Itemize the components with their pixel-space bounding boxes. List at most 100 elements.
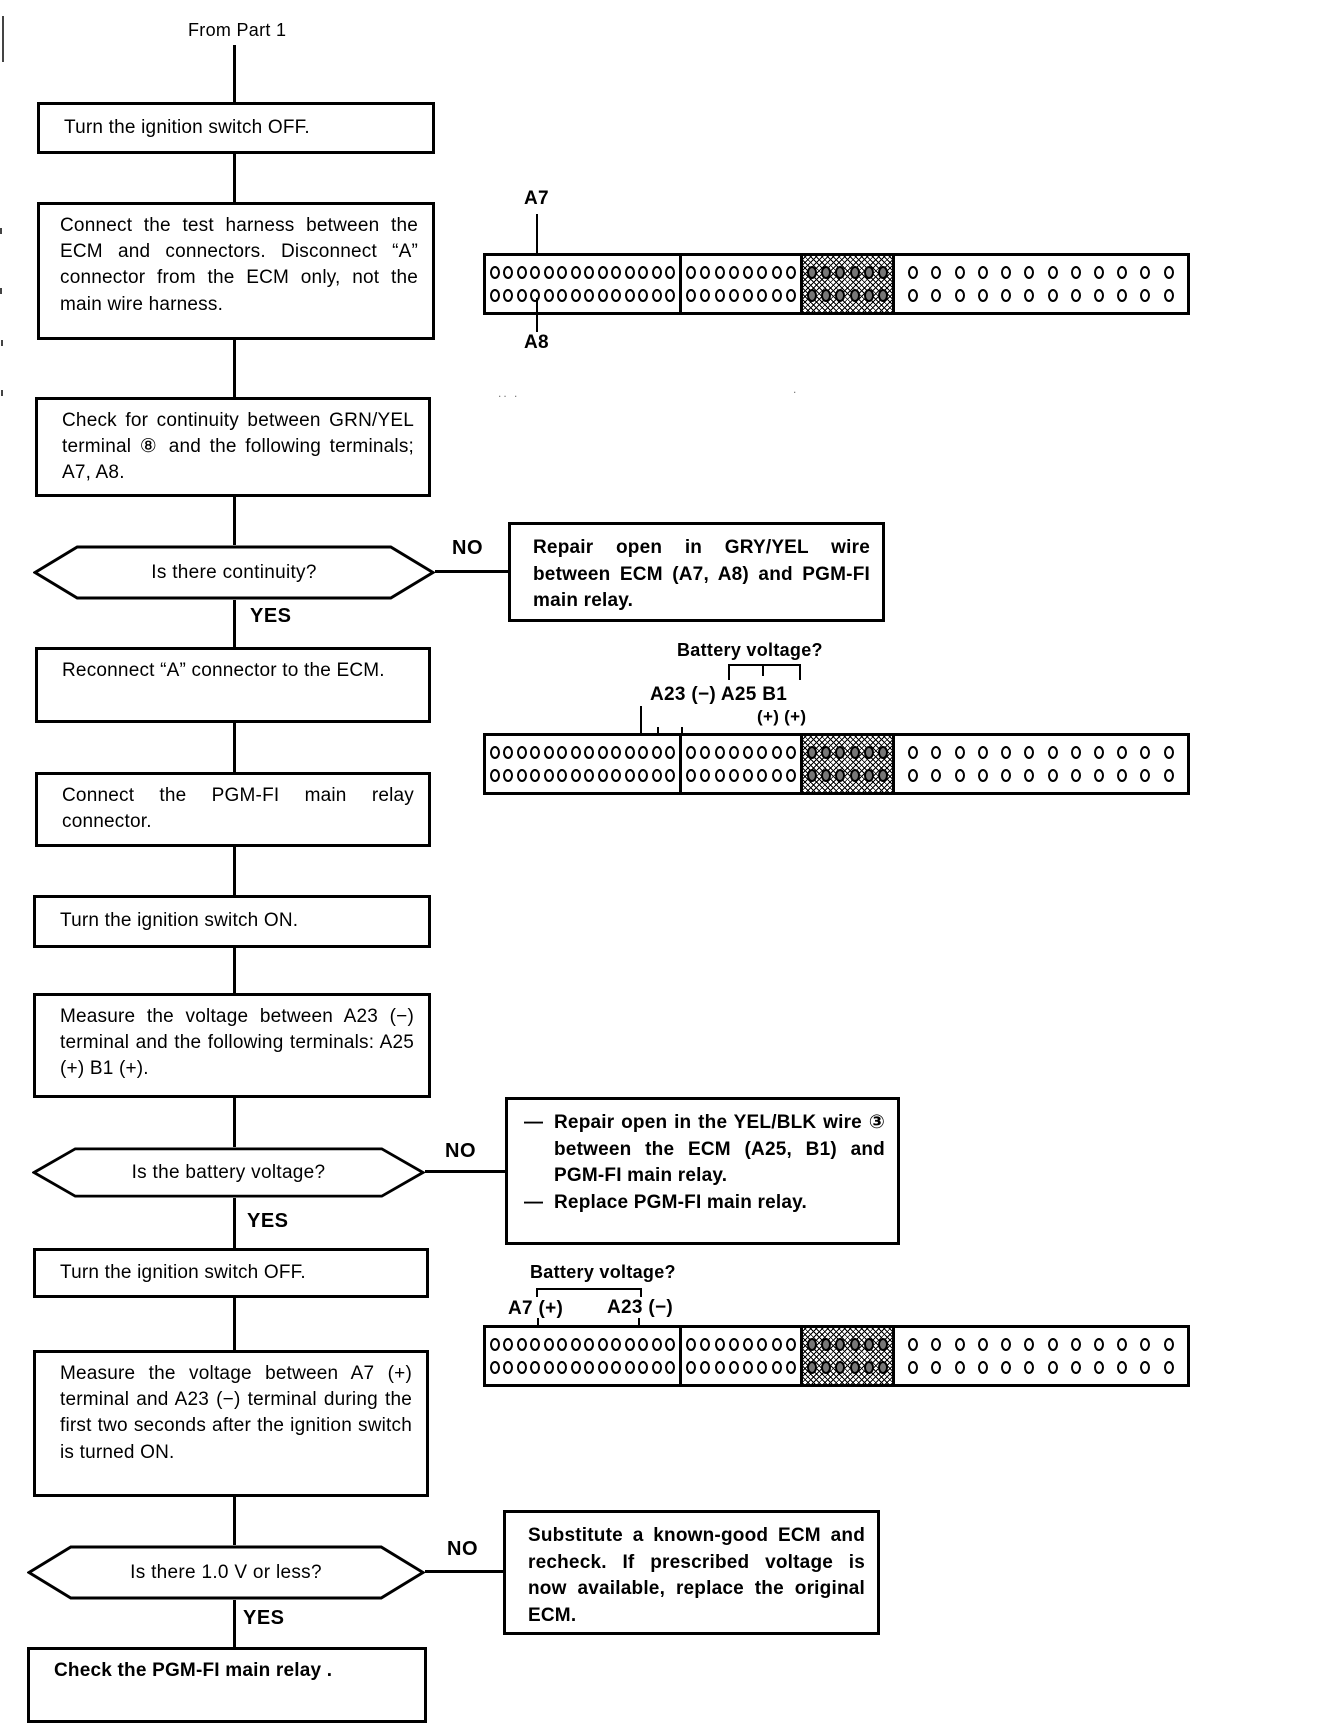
leader-line-a8 [536, 298, 538, 332]
terminal-pin [543, 1361, 554, 1374]
terminal-pin [1001, 266, 1012, 279]
terminal-row [486, 1361, 679, 1374]
terminal-pin [954, 769, 965, 782]
flow-line [233, 45, 236, 102]
terminal-pin [849, 746, 860, 759]
terminal-row [895, 769, 1187, 782]
terminal-row [895, 266, 1187, 279]
terminal-row [682, 769, 800, 782]
terminal-pin [651, 1338, 662, 1351]
terminal-pin [743, 266, 754, 279]
terminal-pin [686, 1361, 697, 1374]
terminal-pin [686, 746, 697, 759]
terminal-pin [771, 769, 782, 782]
terminal-pin [503, 746, 514, 759]
step-text: Connect the PGM-FI main relay connector. [62, 785, 414, 833]
terminal-pin [863, 1361, 874, 1374]
terminal-pin [877, 1338, 888, 1351]
terminal-pin [611, 1361, 622, 1374]
battery-voltage-question-label: Battery voltage? [677, 640, 823, 660]
terminal-pin [570, 289, 581, 302]
terminal-pin [954, 289, 965, 302]
terminal-pin [821, 1361, 832, 1374]
yes-label: YES [247, 1210, 289, 1232]
terminal-pin [597, 266, 608, 279]
terminal-pin [584, 769, 595, 782]
terminal-pin [743, 1361, 754, 1374]
terminal-pin [908, 1361, 919, 1374]
terminal-pin [597, 1361, 608, 1374]
terminal-pin [665, 289, 676, 302]
terminal-pin [597, 1338, 608, 1351]
connector-segment [895, 1328, 1187, 1384]
scan-noise-text: .. . [498, 386, 520, 400]
terminal-pin [757, 746, 768, 759]
terminal-pin [1047, 746, 1058, 759]
terminal-pin [1024, 289, 1035, 302]
terminal-pin [700, 289, 711, 302]
connector-segment-hatched [803, 256, 895, 312]
terminal-pin [700, 1338, 711, 1351]
terminal-pin [516, 1361, 527, 1374]
terminal-pin [835, 266, 846, 279]
terminal-pin [570, 1361, 581, 1374]
terminal-row [486, 746, 679, 759]
terminal-pin [503, 289, 514, 302]
terminal-pin [835, 746, 846, 759]
connector-segment [895, 256, 1187, 312]
terminal-pin [931, 1361, 942, 1374]
terminal-pin [821, 769, 832, 782]
terminal-pin [931, 769, 942, 782]
terminal-pin [489, 289, 500, 302]
terminal-pin [570, 746, 581, 759]
no-label: NO [445, 1140, 476, 1162]
terminal-pin [530, 289, 541, 302]
repair-text: Replace PGM-FI main relay. [554, 1191, 807, 1213]
terminal-pin [714, 266, 725, 279]
terminal-pin [714, 746, 725, 759]
terminal-pin [1140, 746, 1151, 759]
terminal-pin [570, 769, 581, 782]
terminal-pin [785, 266, 796, 279]
terminal-pin [757, 266, 768, 279]
terminal-pin [908, 289, 919, 302]
bracket-line [728, 664, 801, 666]
bracket-drop [536, 1288, 538, 1297]
terminal-pin [1163, 266, 1174, 279]
terminal-pin [638, 266, 649, 279]
terminal-pin [807, 1361, 818, 1374]
terminal-pin [821, 746, 832, 759]
terminal-pin [638, 746, 649, 759]
flow-line [233, 1198, 236, 1248]
terminal-pin [728, 769, 739, 782]
terminal-pin [1117, 266, 1128, 279]
terminal-pin [1070, 1338, 1081, 1351]
leader-line-a7 [536, 214, 538, 266]
terminal-pin [584, 289, 595, 302]
step-measure-a23-voltage: Measure the voltage between A23 (−) term… [33, 993, 431, 1098]
terminal-pin [1001, 289, 1012, 302]
yes-label: YES [243, 1607, 285, 1629]
step-text: Measure the voltage between A7 (+) termi… [60, 1363, 412, 1463]
terminal-pin [954, 1338, 965, 1351]
terminal-pin [1163, 769, 1174, 782]
repair-item: — Replace PGM-FI main relay. [524, 1190, 885, 1217]
terminal-pin [849, 1361, 860, 1374]
flow-line [233, 154, 236, 202]
terminal-pin [757, 289, 768, 302]
substitute-ecm-box: Substitute a known-good ECM and recheck.… [503, 1510, 880, 1635]
terminal-pin [977, 1361, 988, 1374]
terminal-pin [584, 266, 595, 279]
terminal-pin [611, 1338, 622, 1351]
terminal-pin [821, 1338, 832, 1351]
terminal-pin [1117, 1338, 1128, 1351]
terminal-pin [1140, 289, 1151, 302]
terminal-pin [714, 289, 725, 302]
terminal-pin [863, 769, 874, 782]
scan-artifact-bar [2, 16, 4, 62]
terminal-pin [489, 266, 500, 279]
terminal-pin [530, 266, 541, 279]
terminal-pin [665, 769, 676, 782]
terminal-pin [1093, 266, 1104, 279]
terminal-pin [611, 746, 622, 759]
